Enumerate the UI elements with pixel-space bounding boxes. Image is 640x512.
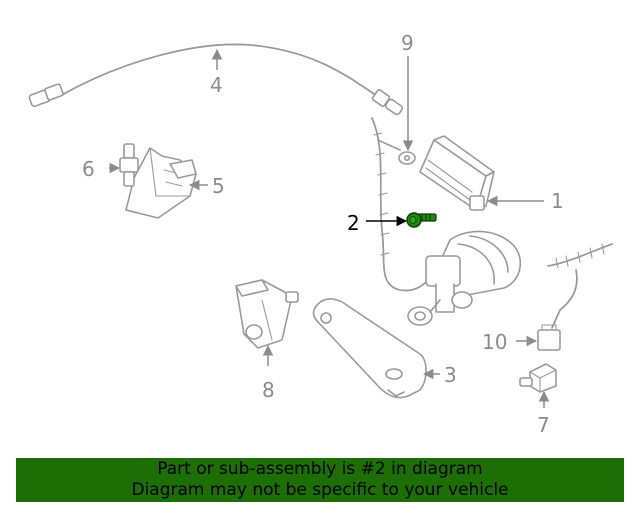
part-6-stud[interactable]	[119, 143, 139, 187]
part-4-cable[interactable]	[28, 43, 404, 116]
callout-labels: 4 9 1 2 3 6 5 8 10 7	[82, 31, 564, 437]
callout-9: 9	[401, 31, 414, 55]
banner-line-disclaimer: Diagram may not be specific to your vehi…	[131, 480, 509, 500]
callout-1: 1	[551, 189, 564, 213]
banner-line-part-number: Part or sub-assembly is #2 in diagram	[157, 459, 483, 479]
part-5-bracket[interactable]	[125, 147, 197, 219]
part-10-connector-pigtail[interactable]	[537, 243, 613, 351]
callout-leaders	[109, 48, 550, 408]
callout-7: 7	[537, 413, 550, 437]
part-7-connector[interactable]	[519, 363, 557, 393]
callout-3: 3	[444, 363, 457, 387]
callout-10: 10	[482, 330, 507, 354]
part-3-mounting-plate[interactable]	[312, 298, 427, 399]
actuator-assembly	[407, 230, 522, 326]
callout-2: 2	[347, 211, 360, 235]
callout-5: 5	[212, 174, 225, 198]
parts-diagram: 4 9 1 2 3 6 5 8 10 7	[28, 31, 613, 437]
callout-6: 6	[82, 157, 95, 181]
part-8-sensor[interactable]	[235, 279, 299, 349]
part-info-banner: Part or sub-assembly is #2 in diagram Di…	[16, 458, 624, 502]
callout-8: 8	[262, 378, 275, 402]
part-2-bolt-highlighted[interactable]	[406, 212, 437, 228]
part-9-wire-harness[interactable]	[371, 117, 441, 292]
part-1-control-module[interactable]	[419, 135, 495, 211]
callout-4: 4	[210, 73, 223, 97]
